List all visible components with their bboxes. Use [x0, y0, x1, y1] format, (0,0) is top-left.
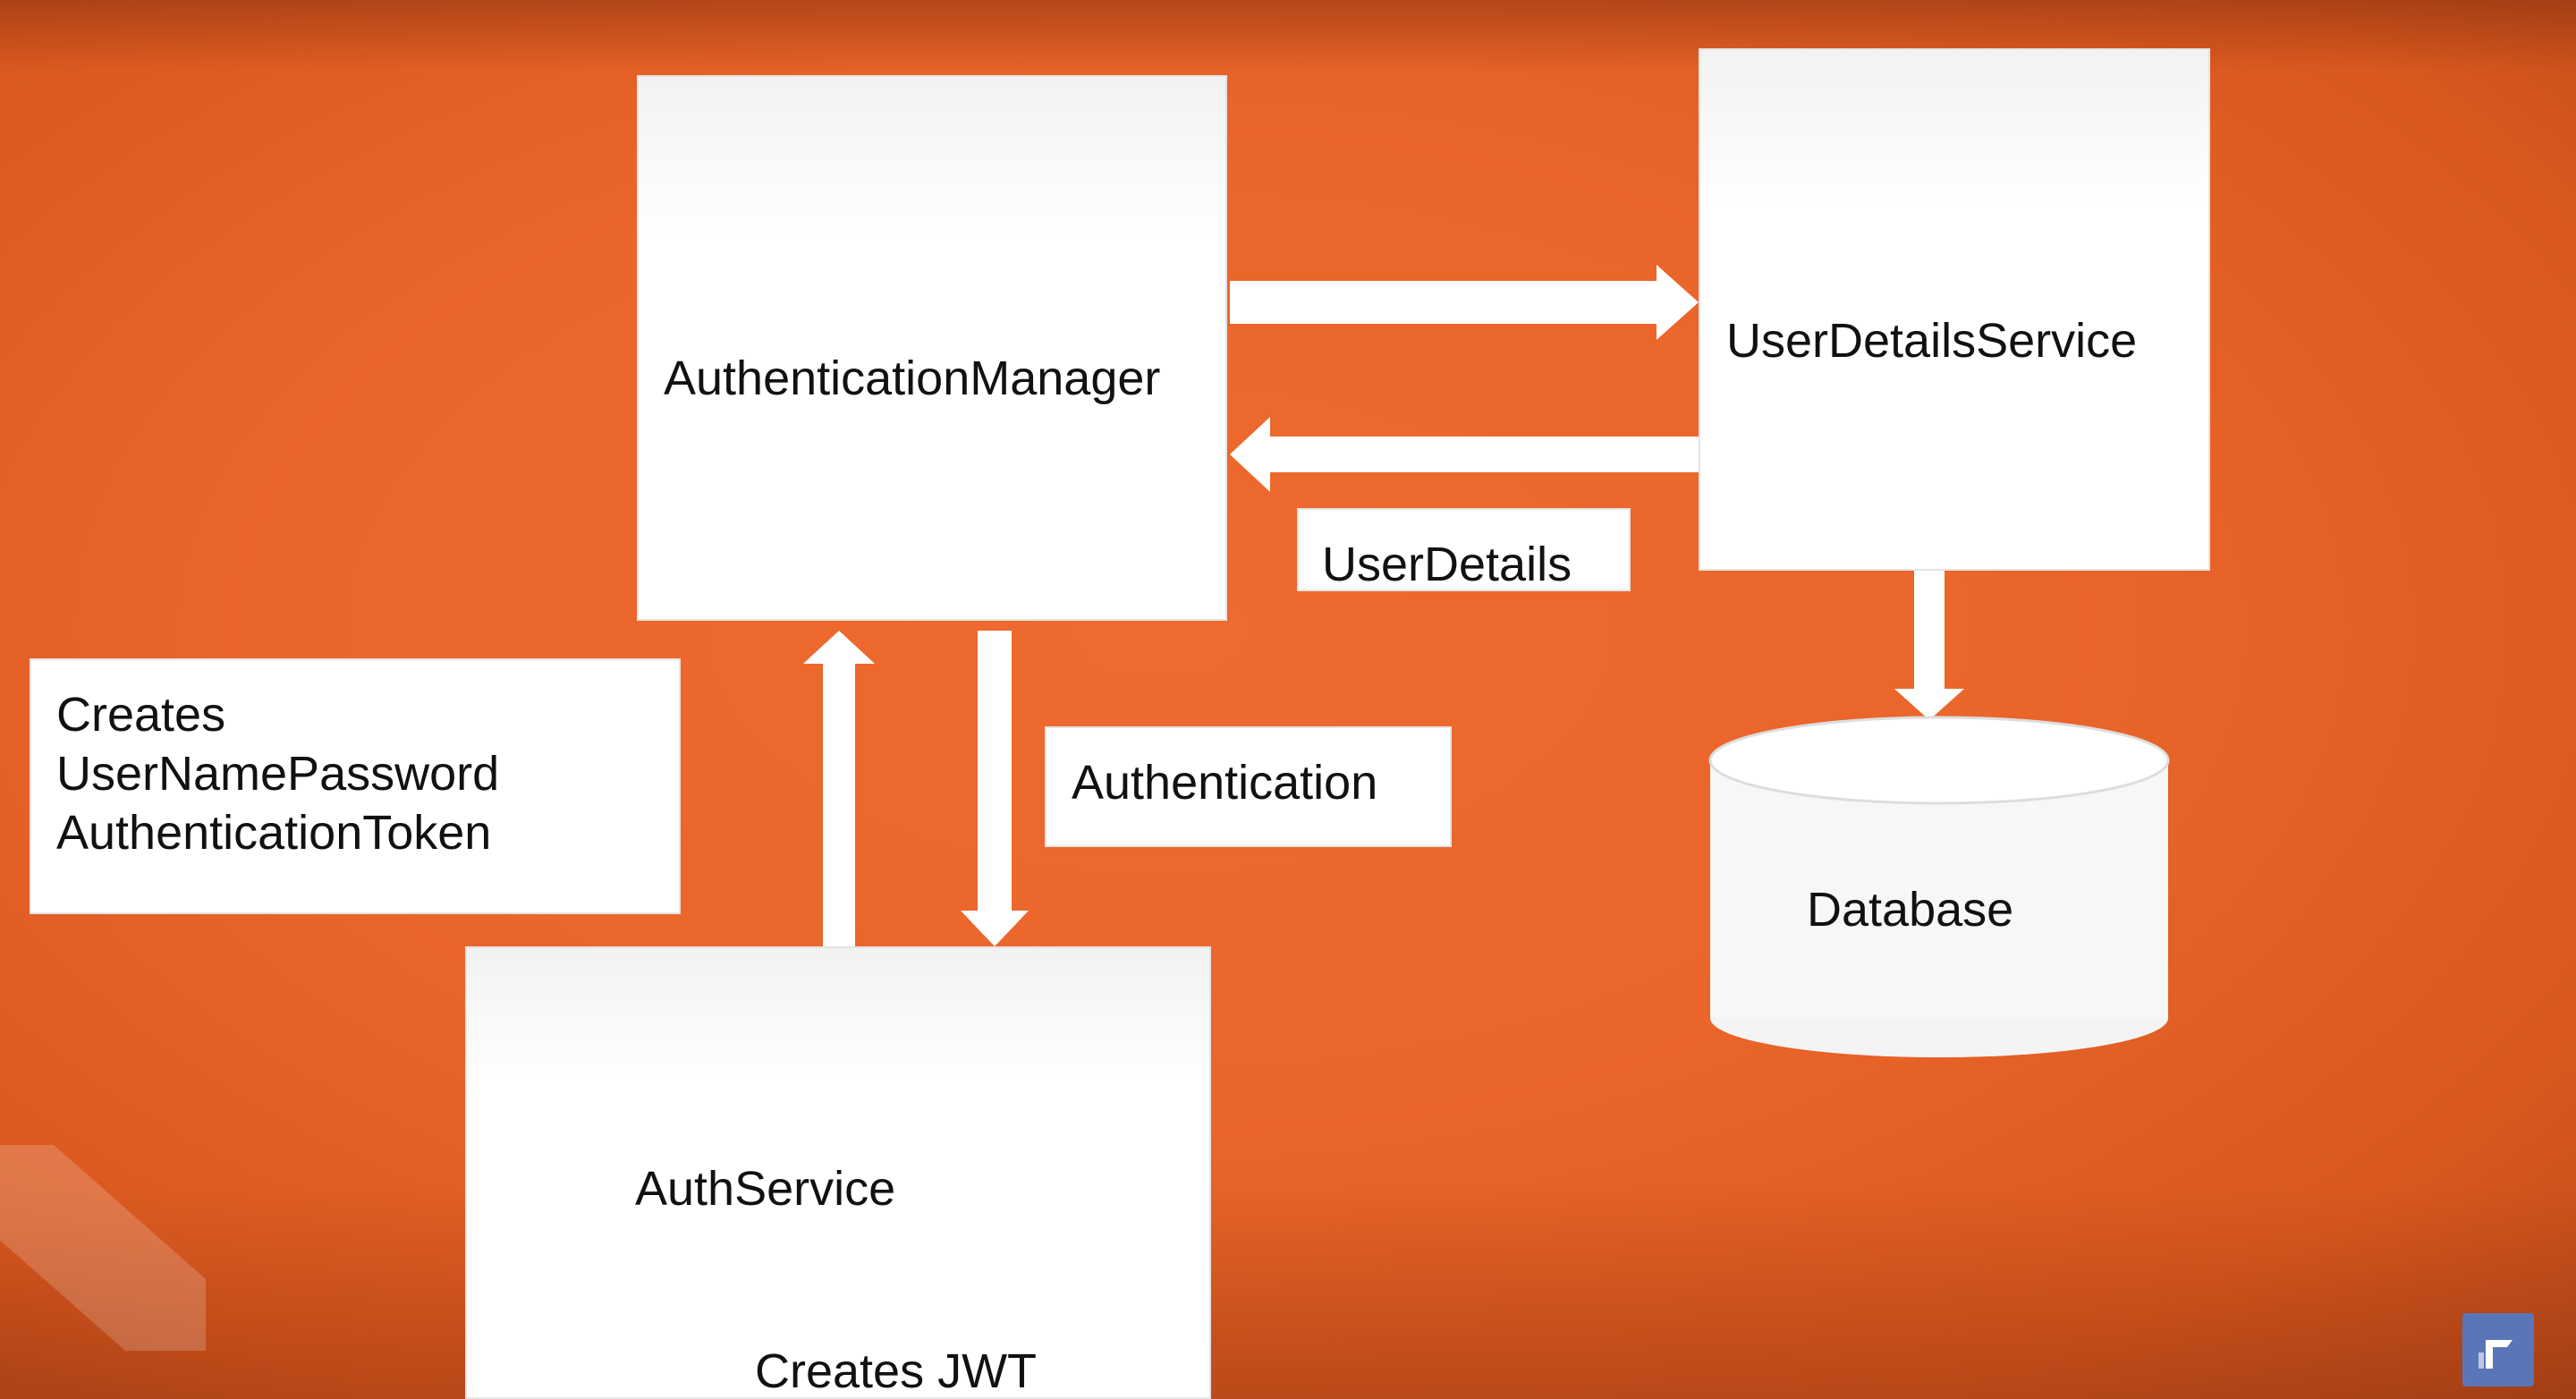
arrow-am-to-as	[961, 631, 1029, 946]
database-label: Database	[1807, 883, 2014, 937]
user-details-box: UserDetails	[1297, 508, 1631, 591]
arrow-uds-to-am	[1230, 417, 1699, 492]
channel-logo-icon[interactable]	[2462, 1313, 2534, 1386]
database-cylinder	[1708, 716, 2170, 1057]
authentication-manager-label: AuthenticationManager	[664, 352, 1161, 405]
auth-service-label: AuthService	[635, 1162, 896, 1216]
user-details-service-box: UserDetailsService	[1699, 48, 2210, 571]
authentication-manager-box: AuthenticationManager	[637, 75, 1227, 621]
user-details-label: UserDetails	[1322, 538, 1572, 591]
creates-token-line-3: AuthenticationToken	[56, 806, 492, 860]
arrow-as-to-am	[803, 631, 875, 946]
bottom-shade	[0, 1184, 2576, 1399]
creates-jwt-label: Creates JWT	[755, 1344, 1038, 1398]
creates-token-line-2: UserNamePassword	[56, 747, 500, 801]
chevron-watermark-icon	[0, 1145, 206, 1351]
user-details-service-label: UserDetailsService	[1726, 314, 2138, 368]
authentication-label: Authentication	[1072, 756, 1378, 810]
auth-service-box: AuthService Creates JWT	[465, 946, 1211, 1399]
creates-token-line-1: Creates	[56, 688, 226, 742]
creates-token-box: Creates UserNamePassword AuthenticationT…	[30, 658, 681, 914]
arrow-uds-to-db	[1894, 571, 1964, 720]
arrow-am-to-uds	[1230, 265, 1699, 340]
authentication-box: Authentication	[1045, 726, 1452, 847]
